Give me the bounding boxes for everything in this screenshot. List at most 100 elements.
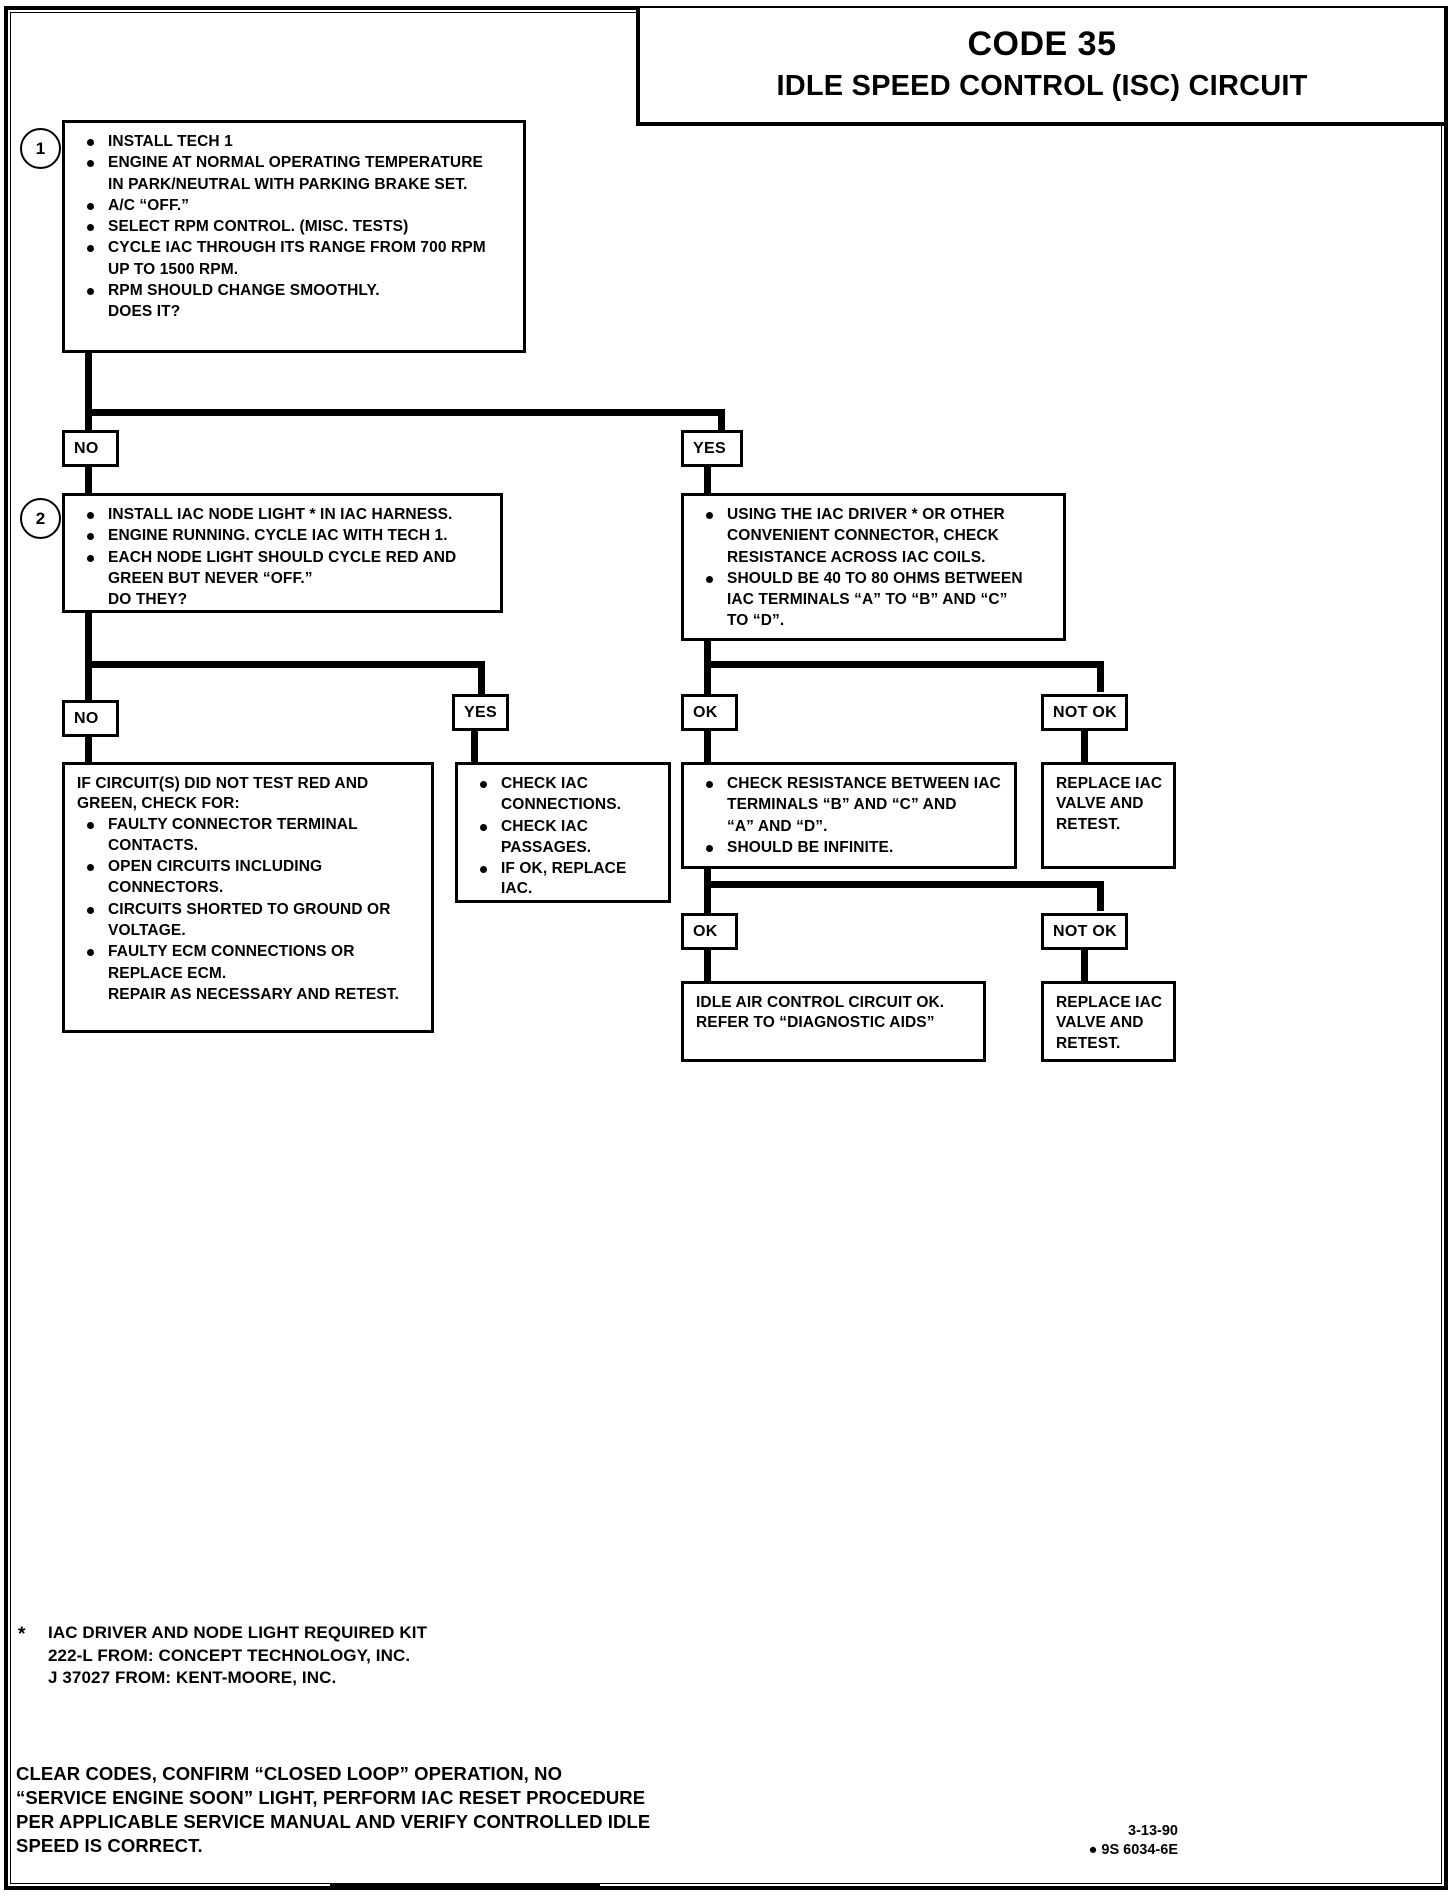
- step-1-item-4-cont: UP TO 1500 RPM.: [108, 260, 239, 278]
- connector-ok-2-to-circuitok: [704, 947, 711, 981]
- footer-line-4: SPEED IS CORRECT.: [16, 1835, 203, 1857]
- footnote-asterisk: *: [18, 1624, 26, 1645]
- page-subtitle: IDLE SPEED CONTROL (ISC) CIRCUIT: [776, 69, 1308, 102]
- step-1-item-0: INSTALL TECH 1: [77, 132, 513, 152]
- check-res-item-0: CHECK RESISTANCE BETWEEN IAC: [696, 774, 1004, 794]
- connector-step1-split: [85, 409, 725, 416]
- fault-item-2: CIRCUITS SHORTED TO GROUND OR: [77, 900, 421, 920]
- footnote-line-3: J 37027 FROM: KENT-MOORE, INC.: [48, 1668, 337, 1688]
- circuit-ok-line-2: REFER TO “DIAGNOSTIC AIDS”: [696, 1014, 935, 1032]
- check-resistance-box: CHECK RESISTANCE BETWEEN IAC TERMINALS “…: [681, 762, 1017, 869]
- connector-check-res-down: [704, 869, 711, 923]
- resistance-item-1-cont-1: IAC TERMINALS “A” TO “B” AND “C”: [727, 591, 1008, 609]
- check-res-item-0-cont-2: “A” AND “D”.: [727, 817, 828, 835]
- step-2-question: DO THEY?: [108, 591, 188, 609]
- step-2-item-2: EACH NODE LIGHT SHOULD CYCLE RED AND: [77, 548, 490, 568]
- fault-closing-line: REPAIR AS NECESSARY AND RETEST.: [108, 985, 400, 1003]
- step-2-box: INSTALL IAC NODE LIGHT * IN IAC HARNESS.…: [62, 493, 503, 613]
- step-1-question: DOES IT?: [108, 303, 181, 321]
- connector-yes-2-down: [478, 661, 485, 698]
- resistance-item-0-cont-2: RESISTANCE ACROSS IAC COILS.: [727, 548, 986, 566]
- replace-1-line-1: REPLACE IAC: [1056, 775, 1163, 792]
- fault-item-0: FAULTY CONNECTOR TERMINAL: [77, 815, 421, 835]
- replace-2-line-1: REPLACE IAC: [1056, 994, 1163, 1011]
- circuit-ok-line-1: IDLE AIR CONTROL CIRCUIT OK.: [696, 994, 945, 1011]
- fault-item-2-cont: VOLTAGE.: [108, 922, 186, 940]
- fault-item-0-cont: CONTACTS.: [108, 836, 199, 854]
- branch-label-yes-2: YES: [452, 694, 509, 731]
- footnote-block: * IAC DRIVER AND NODE LIGHT REQUIRED KIT…: [18, 1622, 718, 1690]
- connector-yes-1-to-resistance: [704, 464, 711, 496]
- step-number-2: 2: [20, 498, 61, 539]
- connector-yes-1-down: [718, 409, 725, 436]
- fault-item-1: OPEN CIRCUITS INCLUDING: [77, 857, 421, 877]
- footer-line-2: “SERVICE ENGINE SOON” LIGHT, PERFORM IAC…: [16, 1787, 646, 1809]
- connector-step2-down: [85, 613, 92, 705]
- step-number-1: 1: [20, 128, 61, 169]
- check-iac-item-1-cont: PASSAGES.: [501, 838, 592, 856]
- connector-ok-1-to-check: [704, 728, 711, 762]
- connector-resistance-split: [704, 661, 1104, 668]
- circuit-ok-box: IDLE AIR CONTROL CIRCUIT OK. REFER TO “D…: [681, 981, 986, 1062]
- step-2-item-0: INSTALL IAC NODE LIGHT * IN IAC HARNESS.: [77, 505, 490, 525]
- footnote-line-1: IAC DRIVER AND NODE LIGHT REQUIRED KIT: [48, 1623, 428, 1642]
- check-iac-item-0: CHECK IAC: [470, 774, 658, 794]
- resistance-item-1: SHOULD BE 40 TO 80 OHMS BETWEEN: [696, 569, 1053, 589]
- fault-item-1-cont: CONNECTORS.: [108, 879, 224, 897]
- branch-label-ok-1: OK: [681, 694, 738, 731]
- connector-resistance-down: [704, 641, 711, 705]
- branch-label-no-2: NO: [62, 700, 119, 737]
- step-1-item-2: A/C “OFF.”: [77, 196, 513, 216]
- step-2-item-2-cont: GREEN BUT NEVER “OFF.”: [108, 569, 313, 587]
- step-1-item-1-cont: IN PARK/NEUTRAL WITH PARKING BRAKE SET.: [108, 175, 468, 193]
- branch-label-not-ok-1: NOT OK: [1041, 694, 1128, 731]
- stamp-date: 3-13-90: [1128, 1823, 1178, 1839]
- branch-label-ok-2: OK: [681, 913, 738, 950]
- connector-no-1-down: [85, 409, 92, 436]
- fault-lead-line-2: GREEN, CHECK FOR:: [77, 795, 240, 813]
- step-1-item-1: ENGINE AT NORMAL OPERATING TEMPERATURE: [77, 153, 513, 173]
- resistance-check-box: USING THE IAC DRIVER * OR OTHER CONVENIE…: [681, 493, 1066, 641]
- step-1-item-3: SELECT RPM CONTROL. (MISC. TESTS): [77, 217, 513, 237]
- connector-yes-2-to-checkiac: [471, 728, 478, 762]
- bottom-rule: [330, 1884, 600, 1887]
- connector-notok-2-to-replace: [1081, 947, 1088, 981]
- check-res-item-1: SHOULD BE INFINITE.: [696, 838, 1004, 858]
- connector-notok-2-down: [1097, 881, 1104, 911]
- connector-check-res-split: [704, 881, 1104, 888]
- step-1-item-4: CYCLE IAC THROUGH ITS RANGE FROM 700 RPM: [77, 238, 513, 258]
- connector-notok-1-to-replace: [1081, 728, 1088, 762]
- replace-2-line-2: VALVE AND: [1056, 1014, 1144, 1032]
- replace-iac-box-2: REPLACE IAC VALVE AND RETEST.: [1041, 981, 1176, 1062]
- check-iac-item-1: CHECK IAC: [470, 817, 658, 837]
- fault-lead-line-1: IF CIRCUIT(S) DID NOT TEST RED AND: [77, 775, 369, 792]
- footer-paragraph: CLEAR CODES, CONFIRM “CLOSED LOOP” OPERA…: [16, 1762, 916, 1858]
- step-1-box: INSTALL TECH 1 ENGINE AT NORMAL OPERATIN…: [62, 120, 526, 353]
- connector-notok-1-down: [1097, 661, 1104, 692]
- check-iac-box: CHECK IAC CONNECTIONS. CHECK IAC PASSAGE…: [455, 762, 671, 903]
- check-res-item-0-cont-1: TERMINALS “B” AND “C” AND: [727, 796, 957, 814]
- footer-line-3: PER APPLICABLE SERVICE MANUAL AND VERIFY…: [16, 1811, 651, 1833]
- footnote-line-2: 222-L FROM: CONCEPT TECHNOLOGY, INC.: [48, 1645, 411, 1665]
- replace-2-line-3: RETEST.: [1056, 1034, 1121, 1052]
- connector-no-2-to-faults: [85, 734, 92, 768]
- document-stamp: 3-13-90 ● 9S 6034-6E: [960, 1822, 1178, 1860]
- connector-step2-split: [85, 661, 485, 668]
- step-1-item-5: RPM SHOULD CHANGE SMOOTHLY.: [77, 281, 513, 301]
- replace-1-line-3: RETEST.: [1056, 815, 1121, 833]
- branch-label-yes-1: YES: [681, 430, 743, 467]
- resistance-item-0: USING THE IAC DRIVER * OR OTHER: [696, 505, 1053, 525]
- stamp-code: ● 9S 6034-6E: [1088, 1842, 1178, 1859]
- connector-no-1-to-step2: [85, 464, 92, 496]
- branch-label-not-ok-2: NOT OK: [1041, 913, 1128, 950]
- branch-label-no-1: NO: [62, 430, 119, 467]
- title-block: CODE 35 IDLE SPEED CONTROL (ISC) CIRCUIT: [636, 8, 1444, 126]
- check-iac-item-0-cont: CONNECTIONS.: [501, 796, 622, 814]
- step-2-item-1: ENGINE RUNNING. CYCLE IAC WITH TECH 1.: [77, 526, 490, 546]
- replace-iac-box-1: REPLACE IAC VALVE AND RETEST.: [1041, 762, 1176, 869]
- fault-item-3: FAULTY ECM CONNECTIONS OR: [77, 942, 421, 962]
- page-title: CODE 35: [967, 25, 1117, 64]
- connector-step1-down: [85, 353, 92, 415]
- replace-1-line-2: VALVE AND: [1056, 795, 1144, 813]
